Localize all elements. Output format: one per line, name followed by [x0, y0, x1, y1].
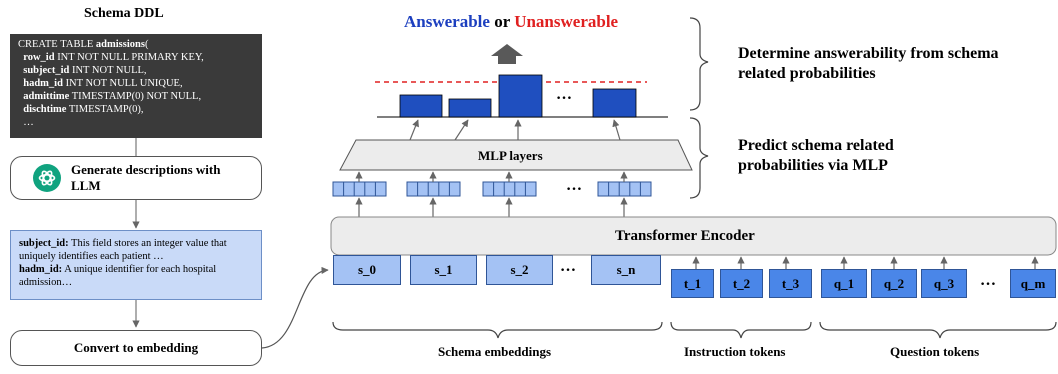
answerability-title: Answerable or Unanswerable [404, 12, 618, 32]
vector-group-1 [406, 181, 461, 197]
question-brace [819, 321, 1057, 339]
transformer-encoder-label: Transformer Encoder [615, 228, 755, 244]
ddl-line-suffix: TIMESTAMP(0), [66, 104, 144, 115]
schema-embeddings-label: Schema embeddings [438, 344, 552, 359]
mlp-arrow [454, 119, 469, 141]
transformer-encoder-box [330, 216, 1057, 256]
ddl-line-suffix: ( [144, 39, 149, 50]
convert-embedding-box: Convert to embedding [10, 330, 262, 366]
convert-embedding-label: Convert to embedding [73, 340, 199, 355]
ddl-line: subject_id INT NOT NULL, [18, 64, 254, 77]
ddl-line-prefix: CREATE TABLE [18, 39, 96, 50]
or-text: or [489, 12, 515, 31]
schema-ddl-box: CREATE TABLE admissions( row_id INT NOT … [10, 34, 262, 138]
vector-group-2 [482, 181, 537, 197]
ddl-column-name: hadm_id [23, 78, 63, 89]
ddl-column-name: subject_id [23, 65, 70, 76]
answerable-text: Answerable [404, 12, 490, 31]
ddl-line-prefix: … [18, 117, 34, 128]
question-token: q_3 [921, 269, 967, 298]
desc-field2-text: A unique identifier for each hospital ad… [19, 264, 217, 288]
ddl-line-suffix: TIMESTAMP(0) NOT NULL, [69, 91, 202, 102]
ddl-column-name: dischtime [23, 104, 67, 115]
schema-token: s_1 [410, 255, 477, 285]
instruction-token: t_2 [720, 269, 763, 298]
question-token: q_m [1010, 269, 1056, 298]
unanswerable-text: Unanswerable [514, 12, 619, 31]
ddl-line: admittime TIMESTAMP(0) NOT NULL, [18, 90, 254, 103]
schema-token: s_n [591, 255, 661, 285]
ddl-line: hadm_id INT NOT NULL UNIQUE, [18, 77, 254, 90]
schema-token-ellipsis: … [560, 258, 576, 275]
output-up-arrow-icon [491, 44, 523, 64]
mlp-layers-shape [339, 139, 693, 171]
generate-descriptions-label: Generate descriptions with LLM [71, 162, 221, 193]
vectors-ellipsis: … [566, 177, 582, 194]
predict-probabilities-note: Predict schema related probabilities via… [738, 137, 894, 174]
instruction-brace [670, 321, 812, 339]
generate-descriptions-box: Generate descriptions with LLM [10, 156, 262, 200]
instruction-tokens-label: Instruction tokens [684, 344, 786, 359]
ddl-line-suffix: INT NOT NULL UNIQUE, [62, 78, 183, 89]
schema-token: s_0 [333, 255, 401, 285]
desc-field1-text: This field stores an integer value that … [19, 238, 227, 262]
prob-bar-3 [498, 74, 543, 118]
schema-brace [332, 321, 663, 339]
convert-to-schema-arrow [261, 266, 329, 349]
instruction-token: t_1 [671, 269, 714, 298]
ddl-line: CREATE TABLE admissions( [18, 38, 254, 51]
desc-field2-name: hadm_id: [19, 264, 63, 275]
openai-logo-icon [33, 164, 61, 192]
mlp-layers-label: MLP layers [478, 148, 543, 163]
prob-bar-2 [448, 98, 492, 118]
instruction-token: t_3 [769, 269, 812, 298]
question-token: q_2 [871, 269, 917, 298]
ddl-line: dischtime TIMESTAMP(0), [18, 103, 254, 116]
ddl-column-name: row_id [23, 52, 55, 63]
mlp-arrow [612, 119, 621, 141]
ddl-line: … [18, 116, 254, 129]
prob-bar-n [592, 88, 637, 118]
question-token: q_1 [821, 269, 867, 298]
field-description-box: subject_id: This field stores an integer… [10, 230, 262, 300]
ddl-column-name: admissions [95, 39, 145, 50]
determine-brace [689, 17, 709, 111]
prob-bar-1 [399, 94, 443, 118]
determine-answerability-note: Determine answerability from schema rela… [738, 45, 999, 82]
question-token-ellipsis: … [980, 272, 996, 289]
ddl-line-suffix: INT NOT NULL PRIMARY KEY, [54, 52, 204, 63]
ddl-line: row_id INT NOT NULL PRIMARY KEY, [18, 51, 254, 64]
mlp-arrow [409, 119, 419, 141]
question-tokens-label: Question tokens [890, 344, 980, 359]
ddl-line-suffix: INT NOT NULL, [69, 65, 147, 76]
vector-group-n [597, 181, 652, 197]
predict-brace [689, 117, 709, 199]
schema-ddl-title: Schema DDL [84, 6, 164, 21]
schema-token: s_2 [486, 255, 553, 285]
desc-field1-name: subject_id: [19, 238, 69, 249]
bars-ellipsis: … [556, 86, 572, 103]
vector-group-0 [332, 181, 387, 197]
ddl-column-name: admittime [23, 91, 70, 102]
